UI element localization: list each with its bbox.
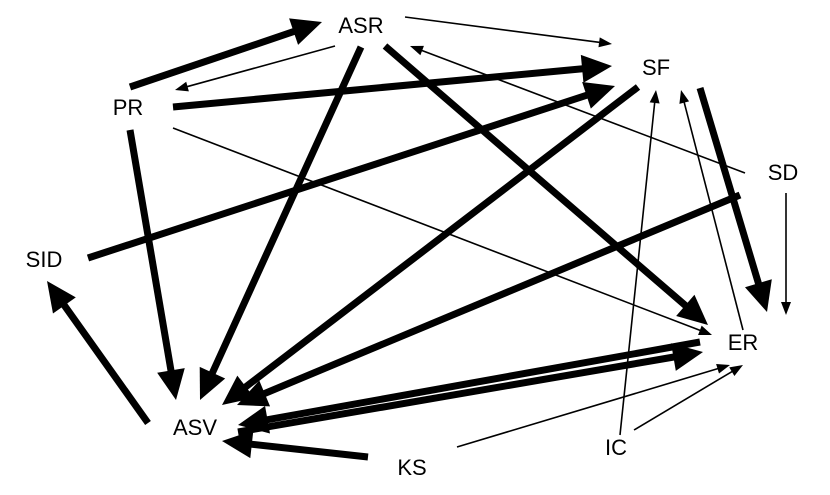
edge-line	[208, 45, 365, 376]
edge-asr-to-asv	[199, 45, 365, 400]
node-ER: ER	[728, 330, 759, 355]
edge-line	[185, 45, 336, 88]
arrowhead	[744, 279, 772, 312]
arrowhead	[671, 343, 703, 371]
edge-pr-to-sf	[172, 54, 612, 111]
edge-line	[696, 86, 763, 287]
edge-line	[128, 27, 297, 91]
edge-ic-to-sf	[619, 90, 660, 436]
node-SF: SF	[642, 55, 670, 80]
arrowhead	[157, 368, 185, 400]
edge-layer	[47, 16, 791, 461]
edge-asv-to-er	[237, 343, 703, 436]
edge-line	[404, 16, 602, 44]
node-ASR: ASR	[338, 13, 383, 38]
arrowhead	[582, 81, 615, 109]
arrowhead	[580, 54, 612, 83]
arrowhead	[410, 45, 424, 56]
edge-line	[619, 100, 656, 436]
arrowhead	[698, 325, 712, 336]
edge-asr-to-sf	[404, 16, 612, 48]
node-label-layer: ASR SF PR SD SID ER ASV KS IC	[26, 13, 799, 480]
edge-ks-to-asv	[222, 430, 369, 461]
node-SID: SID	[26, 247, 63, 272]
edge-line	[60, 301, 151, 426]
arrowhead	[289, 18, 322, 45]
arrowhead	[47, 281, 76, 314]
arrowhead	[199, 366, 226, 400]
edge-sd-to-asv	[237, 191, 742, 407]
edge-line	[249, 440, 369, 461]
edge-line	[242, 84, 641, 391]
edge-pr-to-er	[172, 127, 712, 336]
edge-line	[172, 65, 585, 111]
edge-line	[172, 127, 703, 332]
arrowhead	[598, 37, 612, 48]
arrowhead	[679, 90, 690, 104]
node-SD: SD	[768, 160, 799, 185]
arrowhead	[781, 302, 791, 315]
edge-line	[86, 91, 590, 262]
edge-er-to-sf	[679, 90, 744, 331]
edge-asv-to-sid	[47, 281, 151, 426]
edge-pr-to-asv	[126, 129, 185, 400]
edge-sf-to-er	[696, 86, 772, 312]
node-ASV: ASV	[173, 415, 217, 440]
node-IC: IC	[605, 435, 627, 460]
edge-line	[382, 43, 690, 310]
edge-ks-to-er	[456, 363, 730, 448]
arrowhead	[237, 380, 271, 407]
node-PR: PR	[113, 95, 144, 120]
edge-sd-to-er	[781, 193, 791, 315]
edge-line	[126, 129, 175, 373]
edge-line	[261, 191, 742, 398]
edge-line	[420, 49, 746, 174]
arrowhead	[175, 81, 189, 92]
edge-line	[633, 369, 734, 431]
edge-asr-to-er	[382, 43, 708, 325]
node-KS: KS	[397, 455, 426, 480]
edge-ic-to-er	[633, 365, 743, 431]
arrowhead	[676, 294, 708, 325]
arrowhead	[716, 363, 730, 374]
edge-asr-to-pr	[175, 45, 336, 92]
arrowhead	[222, 430, 254, 459]
edge-line	[456, 367, 720, 448]
edge-sf-to-asv	[222, 84, 641, 405]
edge-line	[237, 353, 676, 436]
edge-line	[264, 338, 701, 424]
edge-sid-to-sf	[86, 81, 615, 262]
edge-pr-to-asr	[128, 18, 322, 91]
edge-line	[682, 100, 744, 331]
arrowhead	[649, 90, 660, 104]
arrowhead	[729, 365, 743, 376]
edge-sd-to-asr	[410, 45, 746, 174]
